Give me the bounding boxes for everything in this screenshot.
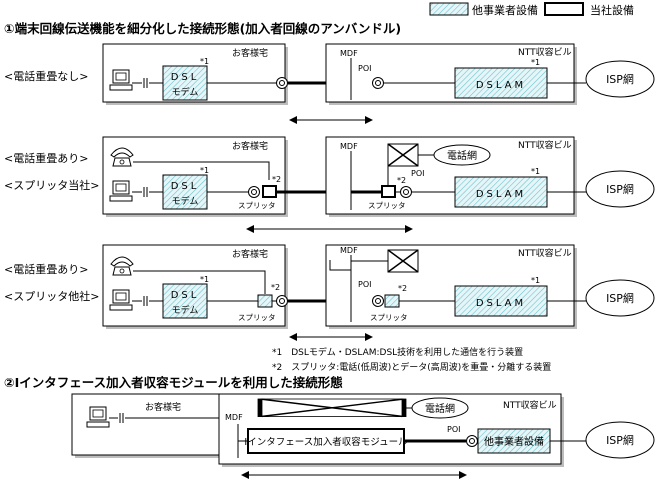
row2-poi-label: POI xyxy=(411,169,424,178)
telephone-switch-icon xyxy=(387,249,419,273)
jack-icon xyxy=(276,77,288,89)
jack-icon xyxy=(276,295,288,307)
row3-label-2: <スプリッタ他社> xyxy=(4,289,99,303)
row3-splitter-other xyxy=(257,294,273,308)
row3-isp-network xyxy=(585,279,655,317)
row1-dslam-label: DSLAM xyxy=(476,80,526,91)
telephone-switch-icon xyxy=(387,143,419,167)
jack-icon xyxy=(372,77,384,89)
computer-icon xyxy=(109,289,133,311)
row3-splitter2-note: *2 xyxy=(398,284,407,293)
row1-customer-label: お客様宅 xyxy=(232,47,268,59)
s2-building-label: NTT収容ビル xyxy=(503,399,557,411)
row2-phone-network xyxy=(433,144,491,166)
row3-isp-label: ISP網 xyxy=(606,291,634,305)
row2-modem-line2: モデム xyxy=(172,195,199,207)
jack-icon xyxy=(466,435,478,447)
row2-building-label: NTT収容ビル xyxy=(518,139,572,151)
row2-dslam-note: *1 xyxy=(531,167,540,176)
row2-modem xyxy=(162,174,208,210)
row-1: <電話重畳なし> お客様宅 DSL モデム *1 NTT収容ビル MDF POI… xyxy=(4,43,655,124)
computer-icon xyxy=(109,180,133,202)
row3-label-1: <電話重畳あり> xyxy=(4,262,88,276)
s2-phone-network xyxy=(411,397,469,419)
footnote-2: *2 スプリッタ:電話(低周波)とデータ(高周波)を重畳・分離する装置 xyxy=(272,361,551,373)
row2-customer-label: お客様宅 xyxy=(232,140,268,152)
legend-other-swatch xyxy=(429,2,469,16)
row3-splitter-ntt xyxy=(384,294,400,308)
row2-splitter-own xyxy=(262,185,277,198)
section2-diagram: お客様宅 NTT収容ビル MDF 電話網 Iインタフェース加入者収容モジュール … xyxy=(71,393,655,479)
row1-isp-label: ISP網 xyxy=(606,72,634,86)
legend: 他事業者設備 当社設備 xyxy=(429,2,634,17)
row1-building-label: NTT収容ビル xyxy=(518,46,572,58)
row2-isp-label: ISP網 xyxy=(606,182,634,196)
row3-dslam xyxy=(454,285,548,317)
s2-poi-label: POI xyxy=(447,425,460,434)
row3-splitter-label: スプリッタ xyxy=(238,313,276,322)
row2-splitter-ntt xyxy=(381,185,396,198)
row3-dslam-label: DSLAM xyxy=(476,298,526,309)
jack-icon xyxy=(400,186,412,198)
row3-dslam-note: *1 xyxy=(531,276,540,285)
row-3: <電話重畳あり> <スプリッタ他社> お客様宅 DSL モデム *1 スプリッタ… xyxy=(4,244,655,341)
footnote-1: *1 DSLモデム・DSLAM:DSL技術を利用した通信を行う装置 xyxy=(272,346,523,358)
row3-splitter-note: *2 xyxy=(271,283,280,292)
row2-splitter-note: *2 xyxy=(272,175,281,184)
row-2: <電話重畳あり> <スプリッタ当社> お客様宅 DSL モデム *1 スプリッタ… xyxy=(4,136,655,233)
s2-module-label: Iインタフェース加入者収容モジュール xyxy=(244,436,408,448)
s2-other-equipment-label: 他事業者設備 xyxy=(484,435,544,448)
section1-title: ①端末回線伝送機能を細分化した接続形態(加入者回線のアンバンドル) xyxy=(4,21,401,36)
row2-label-1: <電話重畳あり> xyxy=(4,151,88,165)
computer-icon xyxy=(109,69,133,91)
row2-label-2: <スプリッタ当社> xyxy=(4,178,99,192)
row1-modem xyxy=(162,65,208,101)
row3-splitter2-label: スプリッタ xyxy=(370,313,408,322)
row3-modem-line1: DSL xyxy=(171,290,200,301)
row3-customer-label: お客様宅 xyxy=(232,248,268,260)
s2-phone-network-label: 電話網 xyxy=(425,402,455,415)
legend-own-swatch xyxy=(544,2,584,16)
legend-own-label: 当社設備 xyxy=(590,3,634,17)
s2-isp-label: ISP網 xyxy=(606,433,634,447)
row1-dslam-note: *1 xyxy=(531,58,540,67)
computer-icon xyxy=(86,406,110,428)
row3-modem-line2: モデム xyxy=(172,304,199,316)
telephone-switch-icon xyxy=(260,399,404,417)
row1-label: <電話重畳なし> xyxy=(4,69,88,83)
row2-splitter-label: スプリッタ xyxy=(238,201,276,210)
jack-icon xyxy=(248,186,260,198)
row2-dslam-label: DSLAM xyxy=(476,189,526,200)
row3-building-label: NTT収容ビル xyxy=(518,247,572,259)
row2-mdf-label: MDF xyxy=(340,142,358,151)
row2-modem-line1: DSL xyxy=(171,181,200,192)
row1-isp-network xyxy=(585,60,655,98)
row1-mdf-label: MDF xyxy=(340,49,358,58)
row3-modem-note: *1 xyxy=(200,275,209,284)
row2-dslam xyxy=(454,176,548,208)
row3-mdf-label: MDF xyxy=(340,246,358,255)
s2-customer-label: お客様宅 xyxy=(145,401,181,413)
section2-title: ②Iインタフェース加入者収容モジュールを利用した接続形態 xyxy=(4,375,343,390)
row2-splitter2-label: スプリッタ xyxy=(368,201,406,210)
s2-i-interface-module xyxy=(247,428,405,454)
row3-poi-label: POI xyxy=(358,280,371,289)
row1-poi-label: POI xyxy=(358,64,371,73)
jack-icon xyxy=(372,295,384,307)
s2-isp-network xyxy=(585,421,655,459)
row1-modem-line2: モデム xyxy=(172,86,199,98)
s2-mdf-label: MDF xyxy=(225,413,243,422)
row2-modem-note: *1 xyxy=(200,166,209,175)
legend-other-label: 他事業者設備 xyxy=(472,3,538,17)
row2-phone-network-label: 電話網 xyxy=(447,149,477,162)
row1-modem-note: *1 xyxy=(200,57,209,66)
row2-splitter2-note: *2 xyxy=(397,176,406,185)
row2-isp-network xyxy=(585,170,655,208)
row1-modem-line1: DSL xyxy=(171,72,200,83)
